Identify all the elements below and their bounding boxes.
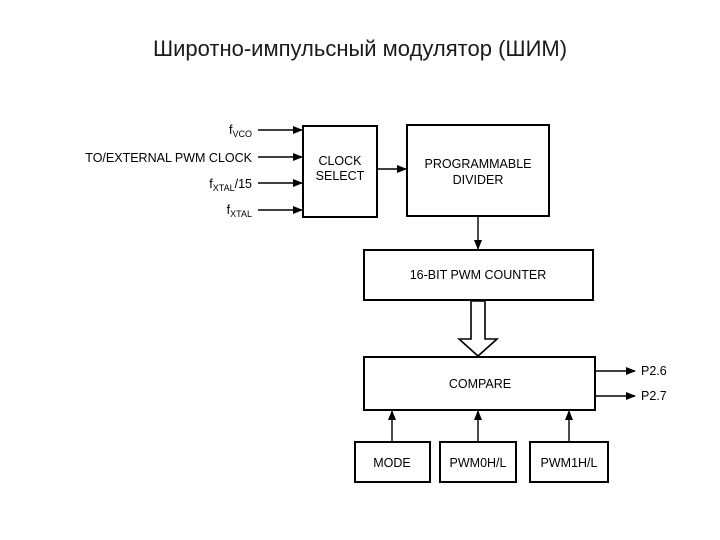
clock-select-label-1: CLOCK — [318, 154, 362, 168]
pwm0-label: PWM0H/L — [450, 456, 507, 470]
compare-label: COMPARE — [449, 377, 511, 391]
input-label-fxtal-15: fXTAL/15 — [209, 177, 252, 193]
input-label-fvco: fVCO — [229, 123, 252, 139]
input-label-external-pwm-clock: TO/EXTERNAL PWM CLOCK — [85, 151, 252, 165]
mode-block — [354, 441, 431, 483]
bus-arrow-counter-to-compare — [456, 300, 500, 358]
divider-label-2: DIVIDER — [453, 173, 504, 187]
pwm-counter-label: 16-BIT PWM COUNTER — [410, 268, 547, 282]
pwm1-label: PWM1H/L — [541, 456, 598, 470]
pwm-counter-block — [363, 249, 594, 301]
input-label-fxtal: fXTAL — [227, 203, 252, 219]
mode-label: MODE — [373, 456, 411, 470]
clock-select-label-2: SELECT — [316, 169, 365, 183]
clock-select-block — [302, 125, 378, 218]
page-title: Широтно-импульсный модулятор (ШИМ) — [152, 36, 568, 61]
output-label-p27: P2.7 — [641, 389, 667, 403]
divider-label-1: PROGRAMMABLE — [425, 157, 532, 171]
output-label-p26: P2.6 — [641, 364, 667, 378]
